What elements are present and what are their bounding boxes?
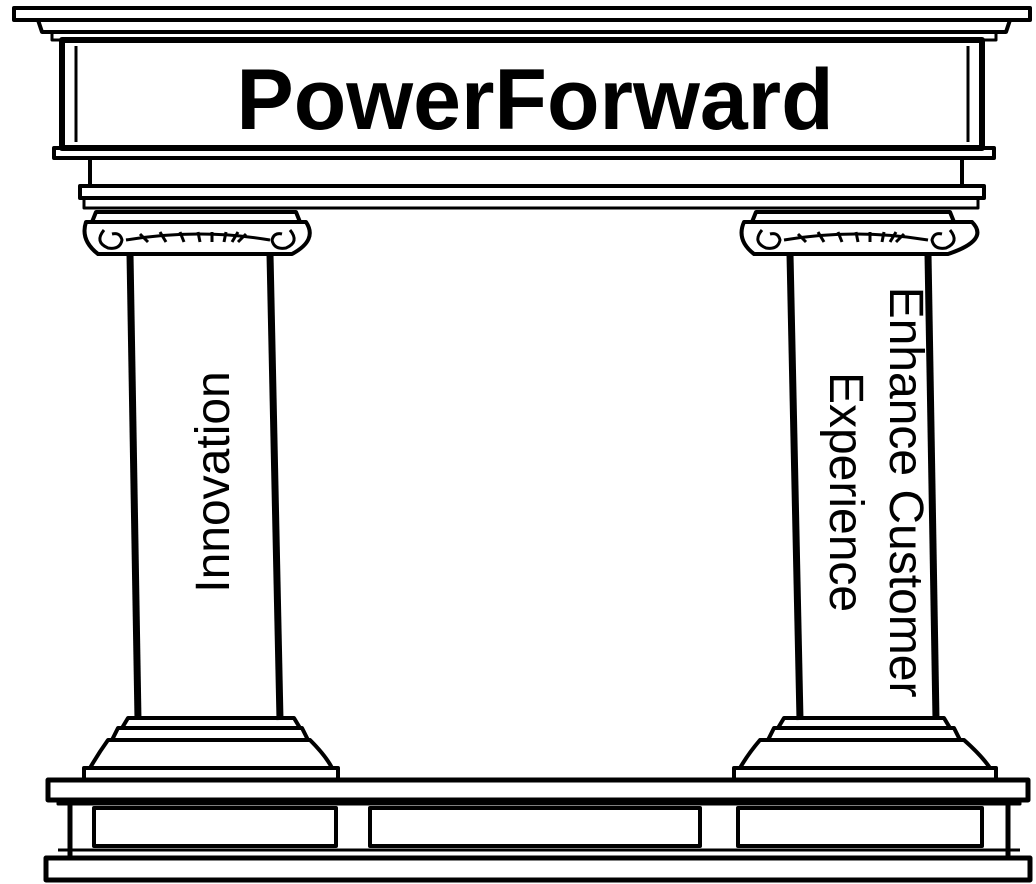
pillar-label-line-1: Enhance Customer: [879, 287, 932, 698]
pillar-label-line-2: Experience: [819, 372, 872, 612]
foundation-panel-center: [370, 808, 700, 846]
pillar-label-innovation: Innovation: [187, 371, 240, 593]
foundation-panel-left: [94, 808, 336, 846]
foundation: [46, 780, 1030, 880]
foundation-panel-right: [738, 808, 982, 846]
diagram-title: PowerForward: [236, 52, 833, 148]
pillar-label-customer-experience: Enhance Customer Experience: [819, 287, 932, 698]
